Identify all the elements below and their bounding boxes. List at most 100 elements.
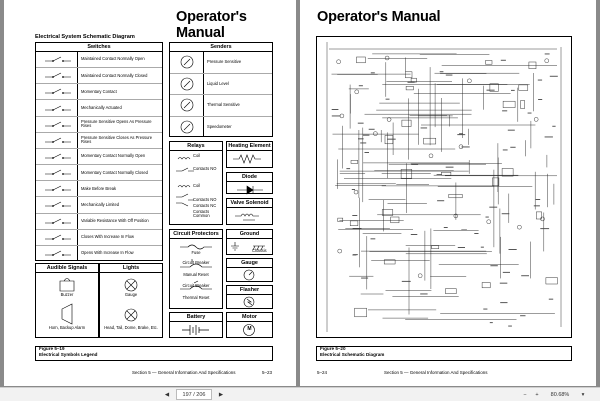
valve-solenoid-header: Valve Solenoid [227, 199, 272, 208]
motor-header: Motor [227, 313, 272, 322]
next-page-icon[interactable]: ▶ [218, 391, 224, 398]
switch-label: Maintained Contact Normally Closed [81, 72, 148, 78]
switch-symbol [36, 213, 78, 229]
light-symbols [124, 278, 138, 322]
valve-solenoid-cell: Valve Solenoid [226, 198, 273, 225]
switch-label: Pressure Sensitive Closes As Pressure Ri… [81, 135, 152, 145]
switch-row: Mechanically Limited [36, 197, 162, 214]
previous-page-icon[interactable]: ◀ [164, 391, 170, 398]
switch-symbol [36, 165, 78, 181]
chassis-label: Chassis [252, 248, 267, 253]
figure-caption-text-left: Electrical Symbols Legend [39, 352, 98, 357]
switch-label: Maintained Contact Normally Open [81, 56, 145, 62]
left-page-title: Operator's Manual [176, 9, 247, 41]
heating-element-cell: Heating Element [226, 141, 273, 168]
switch-symbol [36, 229, 78, 245]
sender-symbol [170, 116, 204, 137]
switch-row: Variable Resistance With Off Position [36, 213, 162, 230]
circuit-protectors-header: Circuit Protectors [170, 230, 222, 239]
sender-label: Liquid Level [207, 80, 229, 86]
switch-row: Momentary Contact [36, 84, 162, 101]
relays-header: Relays [170, 142, 222, 151]
switch-row: Opens With Increase In Flow [36, 245, 162, 262]
switch-row: Momentary Contact Normally Closed [36, 165, 162, 182]
circuit-protectors-table: Circuit Protectors Fuse Circuit Breaker … [169, 229, 223, 309]
head-tail-light-label: Head, Tail, Dome, Brake, Etc. [104, 325, 158, 330]
motor-symbol [243, 324, 255, 336]
sender-row: Liquid Level [170, 73, 272, 95]
page-current: 197 [182, 391, 192, 398]
flasher-header: Flasher [227, 286, 272, 295]
figure-caption-text-right: Electrical Schematic Diagram [320, 352, 385, 357]
switch-symbol [36, 148, 78, 165]
audible-signals-table: Audible Signals Buzzer Horn, Backup Alar… [35, 263, 99, 338]
switch-symbol [36, 68, 78, 84]
switch-row: Make Before Break [36, 181, 162, 198]
switch-label: Make Before Break [81, 185, 117, 191]
right-page: Operator's Manual Figure 5–20 Electrical… [300, 0, 596, 386]
switch-row: Mechanically Actuated [36, 100, 162, 117]
switch-row: Pressure Sensitive Closes As Pressure Ri… [36, 132, 162, 149]
sender-label: Pressure Sensitive [207, 59, 242, 65]
zoom-in-icon[interactable]: + [535, 391, 539, 398]
page-number-field[interactable]: 197 / 206 [176, 389, 212, 400]
circuit-breaker-label-2: Circuit Breaker [182, 283, 210, 288]
motor-cell: Motor M [226, 312, 273, 338]
gauge-header: Gauge [227, 259, 272, 268]
switch-symbol [36, 116, 78, 132]
zoom-dropdown-chevron-icon[interactable]: ▾ [581, 391, 585, 398]
switch-label: Mechanically Actuated [81, 104, 122, 110]
pdf-viewer-toolbar: ◀ 197 / 206 ▶ − + 80.68% ▾ [0, 387, 600, 401]
gauge-cell: Gauge [226, 258, 273, 282]
relay-label-3: Coil [193, 183, 201, 188]
relay-label-1: Coil [193, 153, 201, 158]
switches-header: Switches [36, 43, 162, 52]
switch-label: Variable Resistance With Off Position [81, 217, 149, 223]
zoom-level[interactable]: 80.68% [550, 391, 570, 398]
switch-row: Maintained Contact Normally Open [36, 52, 162, 69]
figure-number-left: Figure 5–19 [39, 346, 65, 351]
buzzer-label: Buzzer [60, 292, 74, 297]
ground-cell: Ground Chassis [226, 229, 273, 255]
sender-symbol [170, 95, 204, 116]
footer-section-left: Section 5 — General Information And Spec… [132, 370, 236, 375]
figure-caption-left: Figure 5–19 Electrical Symbols Legend [35, 346, 273, 361]
diode-cell: Diode [226, 172, 273, 195]
flasher-cell: Flasher [226, 285, 273, 309]
fuse-label: Fuse [191, 250, 201, 255]
sender-row: Thermal Sensitive [170, 95, 272, 117]
relay-label-2: Contacts NO [193, 166, 217, 171]
switch-label: Momentary Contact Normally Open [81, 153, 146, 159]
sender-symbol [170, 52, 204, 73]
lights-header: Lights [100, 264, 162, 273]
lights-table: Lights Gauge Head, Tail, Dome, Brake, Et… [99, 263, 163, 338]
sender-row: Speedometer [170, 116, 272, 137]
sender-label: Thermal Sensitive [207, 102, 240, 108]
switch-symbol [36, 181, 78, 197]
switch-symbol [36, 84, 78, 100]
heating-element-header: Heating Element [227, 143, 272, 151]
protector-symbols [180, 244, 212, 290]
left-page: Operator's Manual Electrical System Sche… [4, 0, 296, 386]
flasher-symbol [243, 296, 255, 308]
gauge-light-label: Gauge [124, 292, 138, 297]
switch-label: Momentary Contact Normally Closed [81, 169, 148, 175]
switch-symbol [36, 52, 78, 68]
zoom-out-icon[interactable]: − [523, 391, 527, 398]
sender-row: Pressure Sensitive [170, 52, 272, 74]
audible-signals-header: Audible Signals [36, 264, 98, 273]
switch-label: Pressure Sensitive Opens As Pressure Ris… [81, 118, 152, 129]
switch-row: Closes With Increase In Flow [36, 229, 162, 246]
figure-caption-right: Figure 5–20 Electrical Schematic Diagram [316, 346, 572, 361]
motor-symbol-letter: M [247, 326, 252, 332]
relay-symbols [176, 157, 194, 207]
right-page-title: Operator's Manual [317, 9, 441, 25]
horn-label: Horn, Backup Alarm [48, 325, 86, 330]
footer-section-right: Section 5 — General Information And Spec… [384, 370, 488, 375]
senders-header: Senders [170, 43, 272, 52]
section-title: Electrical System Schematic Diagram [35, 34, 135, 40]
battery-symbol [182, 325, 209, 335]
